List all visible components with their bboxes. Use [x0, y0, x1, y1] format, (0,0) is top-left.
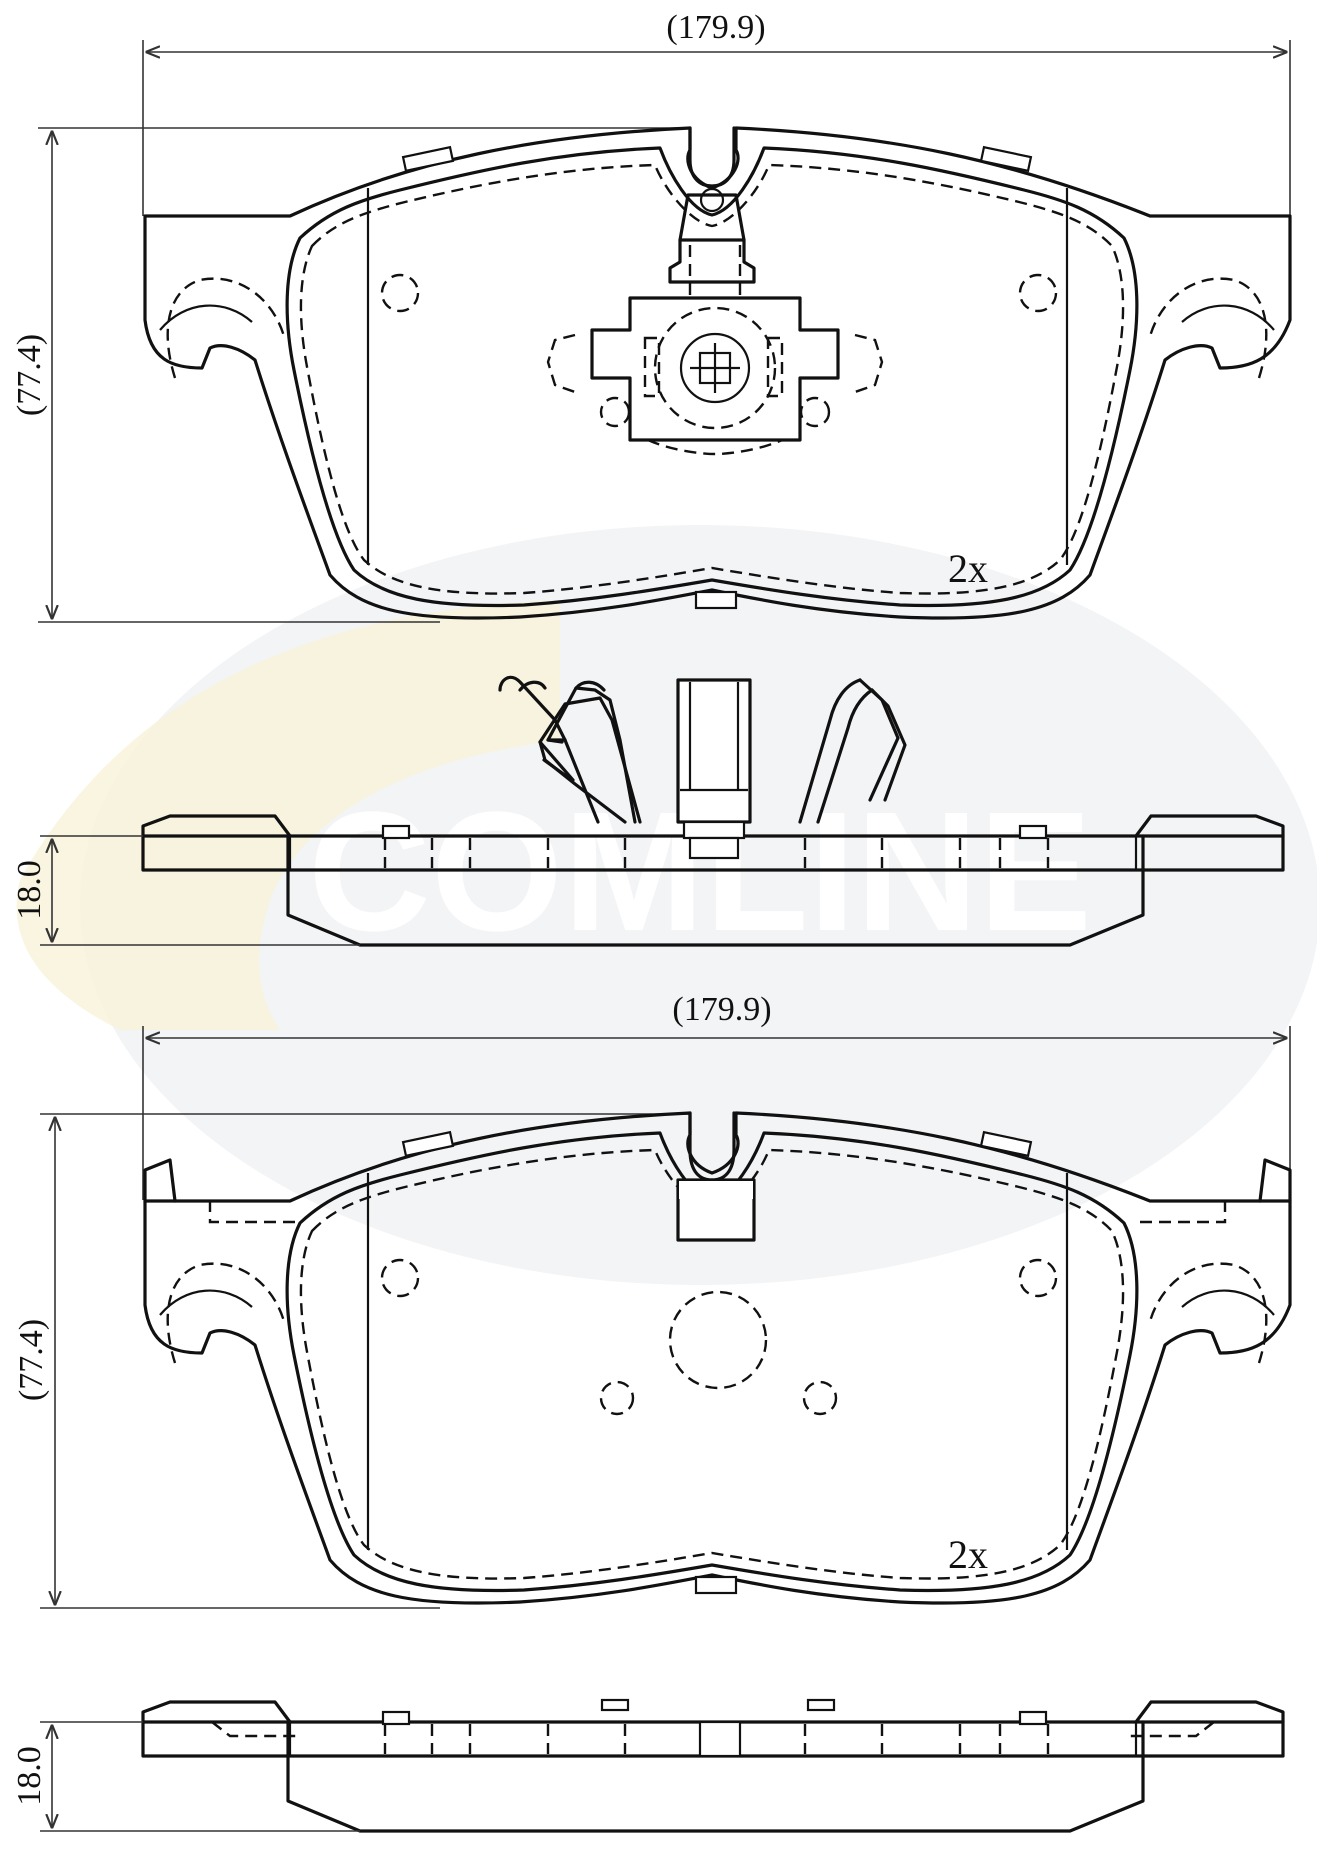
- width-dimension-label: (179.9): [672, 991, 771, 1028]
- center-spring-clip: [546, 126, 884, 456]
- width-dimension-label: (179.9): [666, 9, 765, 46]
- quantity-label: 2x: [948, 546, 988, 591]
- quantity-label: 2x: [948, 1532, 988, 1577]
- pad-face-view-1: (179.9) (77.4) 2x: [11, 9, 1292, 623]
- center-notch: [676, 1111, 756, 1242]
- pad-face-view-2: (179.9) (77.4) 2x: [13, 991, 1292, 1609]
- thickness-dimension-label: 18.0: [11, 1746, 48, 1806]
- height-dimension-label: (77.4): [11, 334, 48, 416]
- pad-side-view-2: 18.0: [11, 1698, 1285, 1833]
- comline-watermark: COMLINE: [16, 525, 1317, 1285]
- thickness-dimension-label: 18.0: [11, 860, 48, 920]
- height-dimension-label: (77.4): [13, 1319, 50, 1401]
- pad-side-view-1: 18.0: [11, 675, 1285, 947]
